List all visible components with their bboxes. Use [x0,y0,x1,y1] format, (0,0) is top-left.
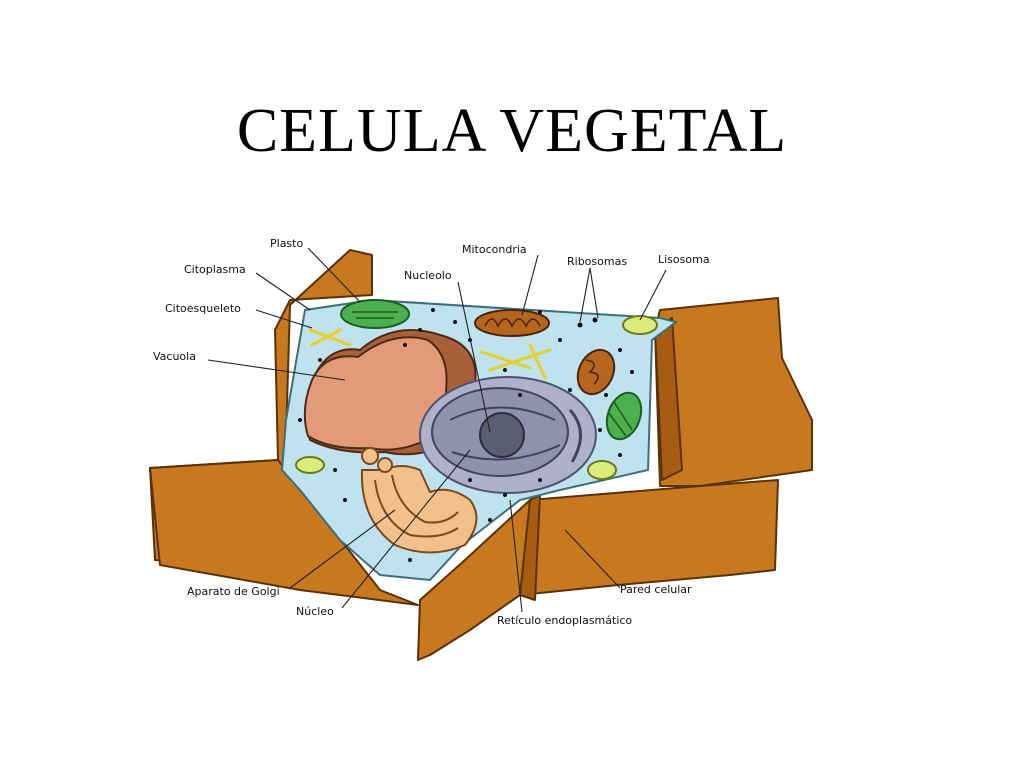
label-citoesqueleto: Citoesqueleto [165,302,241,315]
nucleolus [479,412,525,458]
mitochondrion [474,309,550,337]
mitochondrion-2 [576,348,616,396]
label-citoplasma: Citoplasma [184,263,246,276]
labels: Plasto Citoplasma Citoesqueleto Vacuola … [153,237,710,627]
label-reticulo: Retículo endoplasmático [497,614,632,627]
nucleus [419,376,597,494]
label-mitocondria: Mitocondria [462,243,527,256]
label-lisosoma: Lisosoma [658,253,710,266]
label-aparato-golgi: Aparato de Golgi [187,585,280,598]
label-vacuola: Vacuola [153,350,196,363]
leader-lines [207,247,667,613]
label-ribosomas: Ribosomas [567,255,627,268]
label-plasto: Plasto [270,237,303,250]
cell-wall [149,249,813,661]
label-nucleo: Núcleo [296,605,334,618]
golgi-apparatus [360,447,478,554]
plastid-2 [605,391,643,441]
page-title: CELULA VEGETAL [236,97,788,165]
plastid [340,299,410,329]
label-nucleolo: Nucleolo [404,269,452,282]
label-pared-celular: Pared celular [620,583,692,596]
lysosome [295,315,658,480]
cytoskeleton [308,328,552,380]
